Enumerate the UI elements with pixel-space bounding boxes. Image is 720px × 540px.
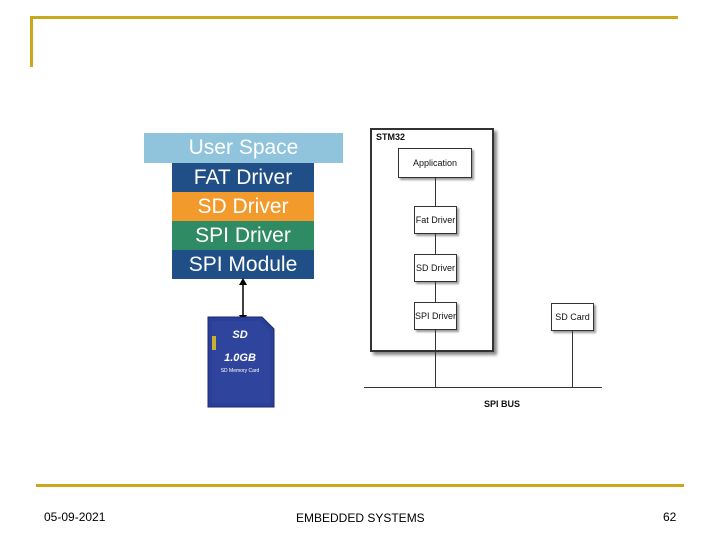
connector-line bbox=[435, 178, 436, 206]
sd-logo: SD bbox=[232, 329, 247, 341]
layer-fat-driver: FAT Driver bbox=[172, 163, 314, 192]
fat-driver-block: Fat Driver bbox=[414, 206, 457, 234]
bottom-rule bbox=[36, 484, 684, 487]
top-rule bbox=[30, 16, 678, 19]
sd-card-bus-line bbox=[572, 331, 573, 387]
connector-line bbox=[435, 282, 436, 302]
application-block: Application bbox=[398, 148, 472, 178]
page-number: 62 bbox=[663, 510, 677, 524]
layer-user-space: User Space bbox=[144, 133, 343, 163]
sd-capacity: 1.0GB bbox=[224, 352, 256, 364]
footer-date: 05-09-2021 bbox=[44, 510, 106, 524]
sd-driver-block: SD Driver bbox=[414, 254, 457, 282]
connector-line bbox=[435, 234, 436, 254]
double-arrow-icon bbox=[239, 278, 247, 322]
footer-title: EMBEDDED SYSTEMS bbox=[296, 511, 425, 525]
external-sd-card-block: SD Card bbox=[551, 303, 594, 331]
sd-card-illustration: SD 1.0GB SD Memory Card bbox=[207, 278, 275, 408]
layer-spi-driver: SPI Driver bbox=[172, 221, 314, 250]
sd-card-label: SD Memory Card bbox=[221, 368, 260, 374]
spi-driver-bus-line bbox=[435, 330, 436, 387]
layer-spi-module: SPI Module bbox=[172, 250, 314, 279]
sd-card-icon: SD 1.0GB SD Memory Card bbox=[207, 316, 275, 408]
layer-sd-driver: SD Driver bbox=[172, 192, 314, 221]
spi-bus-line bbox=[364, 387, 602, 388]
spi-bus-label: SPI BUS bbox=[484, 399, 521, 409]
left-rule bbox=[30, 16, 33, 67]
spi-driver-block: SPI Driver bbox=[414, 302, 457, 330]
stm32-title: STM32 bbox=[376, 132, 406, 142]
